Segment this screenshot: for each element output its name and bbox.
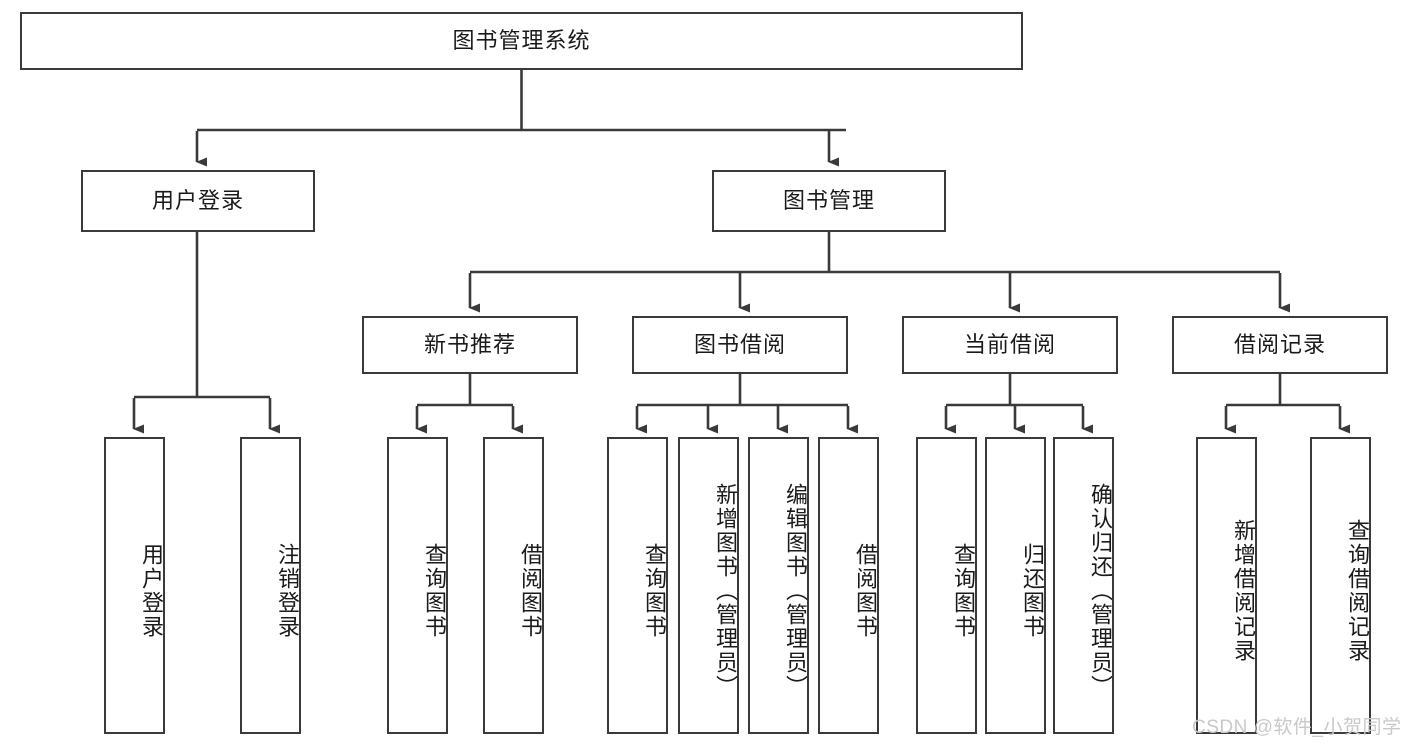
leaf-user-login[interactable]: 用户登录 bbox=[104, 437, 165, 734]
node-borrow-record[interactable]: 借阅记录 bbox=[1172, 316, 1388, 374]
node-label: 查询借阅记录 bbox=[1345, 518, 1370, 663]
node-label: 查询图书 bbox=[951, 542, 976, 639]
node-label: 查询图书 bbox=[422, 542, 447, 639]
node-label: 确认归还（管理员） bbox=[1088, 482, 1113, 699]
node-label: 新增借阅记录 bbox=[1231, 518, 1256, 663]
leaf-add-book-admin[interactable]: 新增图书（管理员） bbox=[678, 437, 739, 734]
node-book-management[interactable]: 图书管理 bbox=[712, 170, 946, 232]
leaf-return-book[interactable]: 归还图书 bbox=[985, 437, 1046, 734]
node-label: 注销登录 bbox=[275, 542, 300, 639]
node-label: 图书管理 bbox=[782, 187, 875, 213]
node-label: 新增图书（管理员） bbox=[713, 482, 738, 699]
leaf-edit-book-admin[interactable]: 编辑图书（管理员） bbox=[748, 437, 809, 734]
leaf-query-book-recommend[interactable]: 查询图书 bbox=[387, 437, 448, 734]
node-label: 借阅图书 bbox=[853, 542, 878, 639]
node-root[interactable]: 图书管理系统 bbox=[20, 12, 1023, 70]
node-label: 图书管理系统 bbox=[452, 27, 591, 53]
leaf-query-book-current[interactable]: 查询图书 bbox=[916, 437, 977, 734]
leaf-logout[interactable]: 注销登录 bbox=[240, 437, 301, 734]
node-label: 查询图书 bbox=[642, 542, 667, 639]
leaf-confirm-return-admin[interactable]: 确认归还（管理员） bbox=[1053, 437, 1114, 734]
node-label: 归还图书 bbox=[1020, 542, 1045, 639]
node-user-login[interactable]: 用户登录 bbox=[81, 170, 315, 232]
node-label: 用户登录 bbox=[139, 542, 164, 639]
node-label: 用户登录 bbox=[151, 187, 244, 213]
leaf-add-borrow-record[interactable]: 新增借阅记录 bbox=[1196, 437, 1257, 734]
node-label: 编辑图书（管理员） bbox=[783, 482, 808, 699]
node-label: 借阅记录 bbox=[1233, 331, 1326, 357]
node-label: 当前借阅 bbox=[963, 331, 1056, 357]
leaf-query-borrow-record[interactable]: 查询借阅记录 bbox=[1310, 437, 1371, 734]
leaf-borrow-book[interactable]: 借阅图书 bbox=[818, 437, 879, 734]
node-label: 图书借阅 bbox=[693, 331, 786, 357]
leaf-borrow-book-recommend[interactable]: 借阅图书 bbox=[483, 437, 544, 734]
watermark: CSDN @软件_小贺同学 bbox=[1192, 717, 1402, 738]
node-label: 新书推荐 bbox=[423, 331, 516, 357]
node-current-borrow[interactable]: 当前借阅 bbox=[902, 316, 1118, 374]
node-label: 借阅图书 bbox=[518, 542, 543, 639]
leaf-query-book-borrow[interactable]: 查询图书 bbox=[607, 437, 668, 734]
node-book-borrow[interactable]: 图书借阅 bbox=[632, 316, 848, 374]
node-new-book-recommend[interactable]: 新书推荐 bbox=[362, 316, 578, 374]
